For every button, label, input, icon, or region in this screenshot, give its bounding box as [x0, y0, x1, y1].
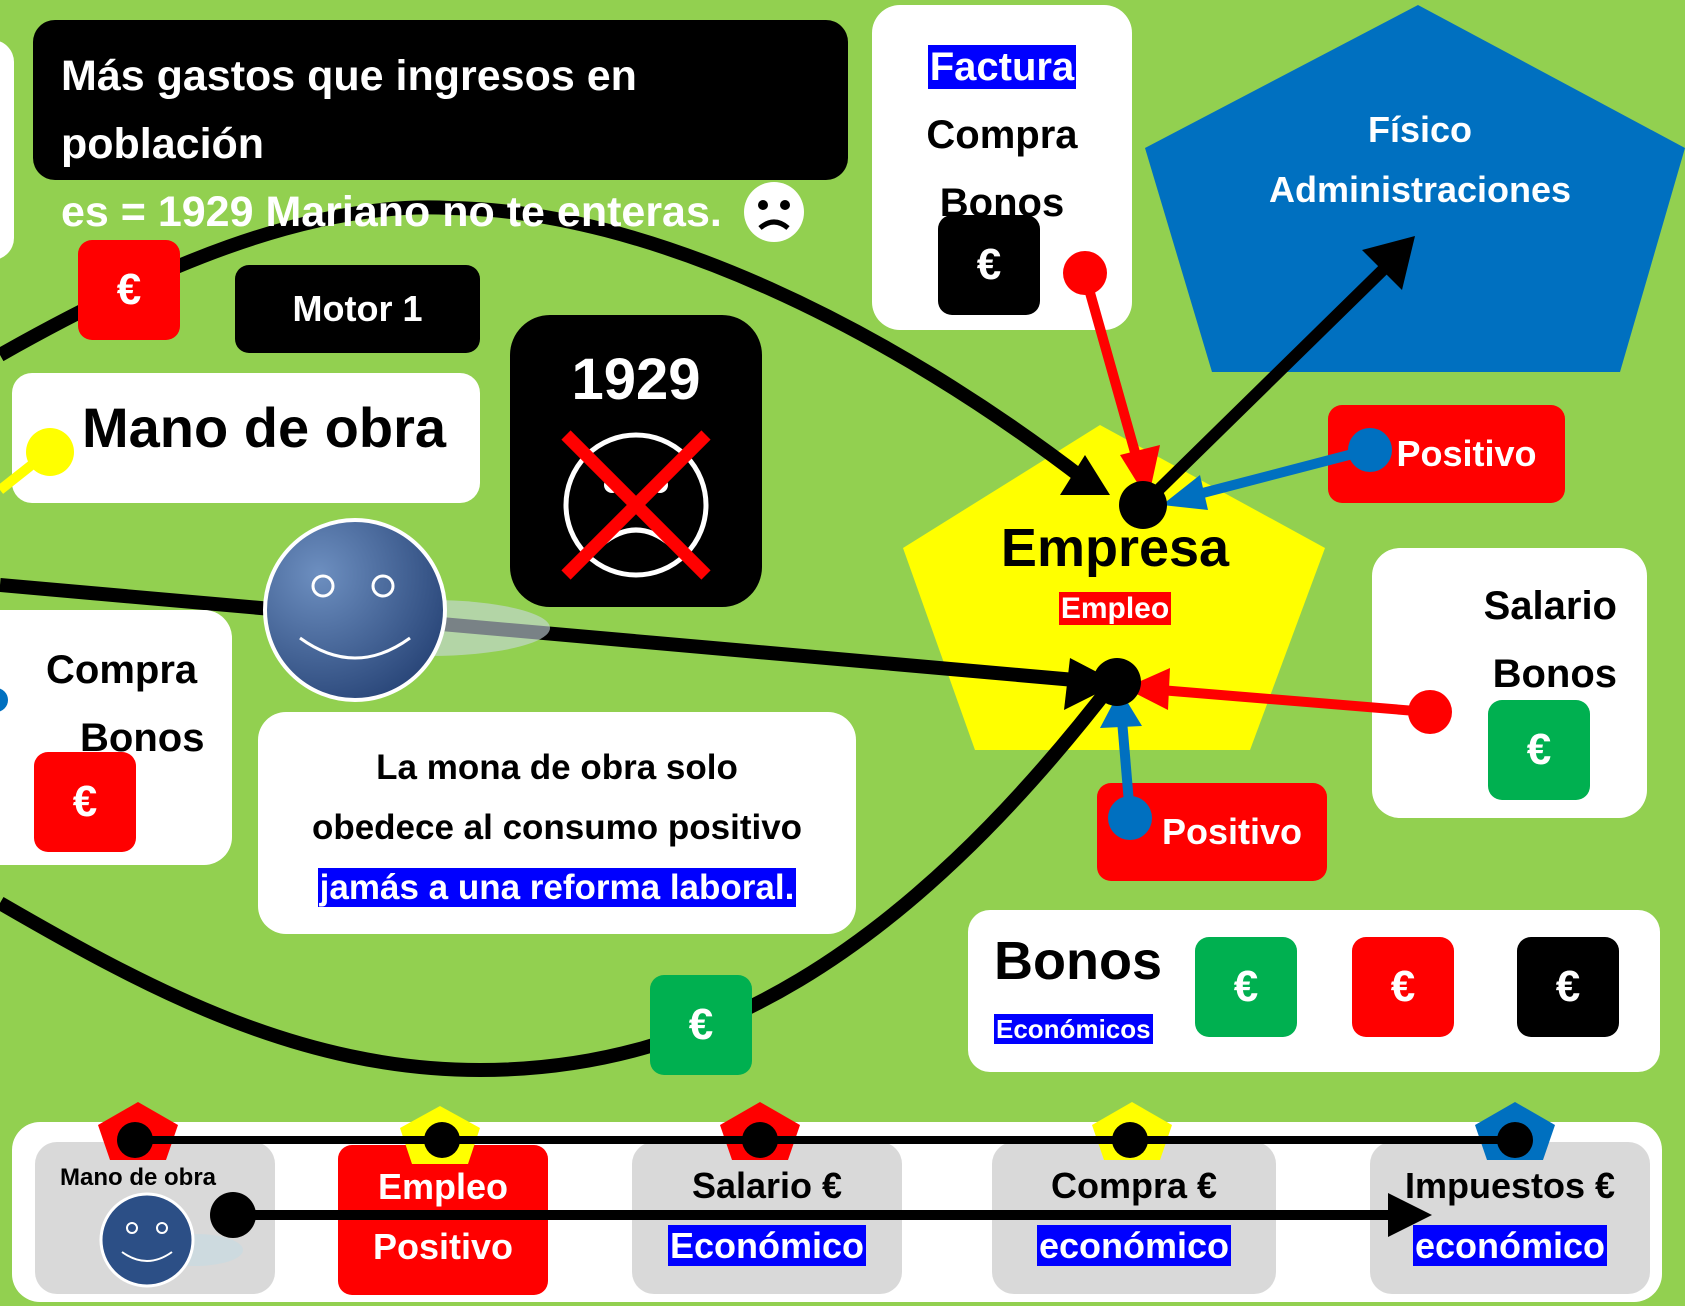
flow-step-line-1: Compra €	[1050, 1165, 1218, 1206]
legend-euro-red: €	[1352, 937, 1454, 1037]
crossed-sad-face-icon	[561, 430, 711, 580]
empresa-empleo: Empleo	[1058, 592, 1172, 625]
euro-badge-black: €	[938, 215, 1040, 315]
left-edge-box	[0, 40, 14, 260]
worker-smiley-icon	[263, 518, 550, 702]
empresa-title: Empresa	[1000, 518, 1230, 578]
legend-euro-black: €	[1517, 937, 1619, 1037]
factura-title: Factura	[927, 45, 1077, 89]
note-line-3: jamás a una reforma laboral.	[317, 868, 797, 907]
admin-fisico: Físico	[1367, 109, 1473, 150]
admin-label: Físico Administraciones	[1230, 100, 1610, 220]
compra-left-compra: Compra	[46, 648, 198, 692]
bonos-legend-sub: Económicos	[994, 1014, 1153, 1044]
positivo-bottom-box: Positivo	[1097, 783, 1327, 881]
flow-step-salario: Salario € Económico	[632, 1142, 902, 1294]
euro-badge-red: €	[78, 240, 180, 340]
flow-step-line-1: Empleo	[377, 1166, 509, 1207]
factura-compra: Compra	[926, 113, 1078, 157]
flow-step-label: Mano de obra	[60, 1164, 217, 1191]
admin-administraciones: Administraciones	[1268, 169, 1572, 210]
crash-year: 1929	[571, 347, 701, 412]
motor-box: Motor 1	[235, 265, 480, 353]
positivo-top-box: Positivo	[1328, 405, 1565, 503]
header-box: Más gastos que ingresos en población es …	[33, 20, 848, 242]
sad-face-icon	[743, 182, 804, 242]
header-line-1: Más gastos que ingresos en población	[61, 52, 637, 168]
flow-step-empleo: Empleo Positivo	[338, 1145, 548, 1295]
euro-badge-red-left: €	[34, 752, 136, 852]
note-line-1: La mona de obra solo	[376, 748, 738, 787]
flow-step-mano-de-obra: Mano de obra	[35, 1142, 275, 1294]
flow-step-impuestos: Impuestos € económico	[1370, 1142, 1650, 1294]
note-line-2: obedece al consumo positivo	[311, 808, 803, 847]
legend-euro-green: €	[1195, 937, 1297, 1037]
crash-1929-box: 1929	[510, 315, 762, 607]
flow-step-line-2: económico	[1412, 1225, 1608, 1266]
note-box: La mona de obra solo obedece al consumo …	[258, 712, 856, 934]
header-line-2: es = 1929 Mariano no te enteras.	[61, 178, 848, 246]
bonos-legend-title: Bonos	[994, 931, 1162, 991]
flow-step-line-2: Positivo	[372, 1226, 514, 1267]
header-line-2-text: es = 1929 Mariano no te enteras.	[61, 188, 722, 236]
flow-step-line-2: Económico	[667, 1225, 867, 1266]
flow-step-line-2: económico	[1036, 1225, 1232, 1266]
mano-de-obra-box: Mano de obra	[12, 373, 480, 503]
euro-badge-green-curve: €	[650, 975, 752, 1075]
arrowhead	[1064, 658, 1118, 710]
flow-step-line-1: Impuestos €	[1404, 1165, 1616, 1206]
salario-bonos: Bonos	[1492, 652, 1617, 696]
euro-badge-green-salario: €	[1488, 700, 1590, 800]
lower-loop-curve	[0, 675, 1121, 1078]
arrowhead	[1060, 455, 1110, 495]
mano-de-obra-label: Mano de obra	[82, 396, 447, 459]
empresa-label: Empresa Empleo	[960, 510, 1270, 632]
flow-step-compra: Compra € económico	[992, 1142, 1276, 1294]
salario-label: Salario	[1483, 584, 1617, 628]
flow-step-line-1: Salario €	[691, 1165, 843, 1206]
